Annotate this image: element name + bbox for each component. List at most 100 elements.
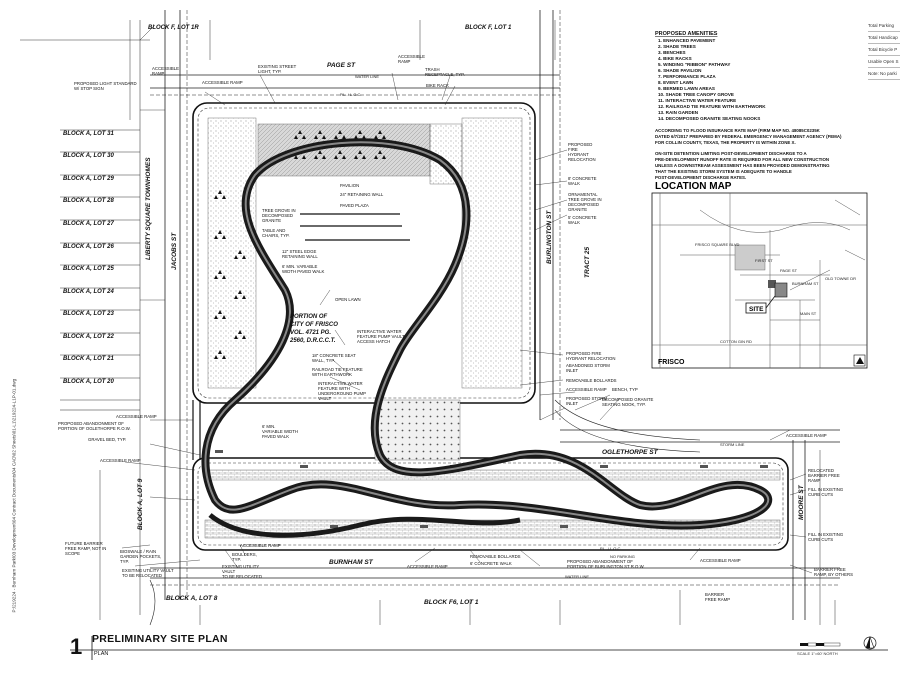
- svg-text:12" STEEL EDGE: 12" STEEL EDGE: [282, 249, 316, 254]
- svg-text:6' MIN.: 6' MIN.: [262, 424, 275, 429]
- svg-text:PAVED WALK: PAVED WALK: [262, 434, 289, 439]
- svg-text:CITY OF FRISCO: CITY OF FRISCO: [290, 322, 338, 328]
- file-path: P:\219224 - Burnham Park\03 Development\…: [11, 378, 17, 613]
- svg-text:RECEPTACLE, TYP.: RECEPTACLE, TYP.: [425, 72, 465, 77]
- svg-text:13. RAIN GARDEN: 13. RAIN GARDEN: [658, 110, 699, 115]
- svg-text:BLOCK A, LOT 28: BLOCK A, LOT 28: [63, 198, 114, 204]
- svg-text:FILL IN EXISTING: FILL IN EXISTING: [808, 487, 844, 492]
- svg-text:DECOMPOSED GRANITE: DECOMPOSED GRANITE: [602, 397, 653, 402]
- svg-text:BLOCK F, LOT 1R: BLOCK F, LOT 1R: [148, 25, 199, 31]
- svg-text:ABANDONED STORM: ABANDONED STORM: [566, 363, 610, 368]
- svg-text:ACCESS HATCH: ACCESS HATCH: [357, 339, 390, 344]
- svg-text:ON-SITE DETENTION LIMITING POS: ON-SITE DETENTION LIMITING POST-DEVELOPM…: [655, 151, 808, 156]
- svg-text:PROPOSED AMENITIES: PROPOSED AMENITIES: [655, 31, 718, 37]
- svg-text:FILL IN EXISTING: FILL IN EXISTING: [808, 532, 844, 537]
- svg-text:ACCORDING TO FLOOD INSURANCE R: ACCORDING TO FLOOD INSURANCE RATE MAP (F…: [655, 128, 821, 133]
- scale-bar: [800, 642, 841, 647]
- svg-text:TREE GROVE IN: TREE GROVE IN: [568, 197, 602, 202]
- svg-text:P.L. / L.O.C.: P.L. / L.O.C.: [600, 546, 622, 551]
- svg-text:BOULDERS,: BOULDERS,: [232, 552, 257, 557]
- svg-text:BLOCK A, LOT 31: BLOCK A, LOT 31: [63, 131, 114, 137]
- svg-text:UNDERGROUND PUMP: UNDERGROUND PUMP: [318, 391, 366, 396]
- svg-text:ACCESSIBLE: ACCESSIBLE: [152, 66, 179, 71]
- svg-text:GARDEN POCKETS,: GARDEN POCKETS,: [120, 554, 161, 559]
- svg-text:ACCESSIBLE RAMP: ACCESSIBLE RAMP: [100, 458, 141, 463]
- sheet-number: 1: [70, 634, 83, 659]
- svg-text:GRANITE: GRANITE: [568, 207, 587, 212]
- svg-text:PORTION OF BURLINGTON ST R.O.W: PORTION OF BURLINGTON ST R.O.W.: [567, 564, 645, 569]
- svg-text:ACCESSIBLE RAMP: ACCESSIBLE RAMP: [786, 433, 827, 438]
- svg-text:EXISTING UTILITY: EXISTING UTILITY: [222, 564, 259, 569]
- svg-text:TO BE RELOCATED: TO BE RELOCATED: [122, 573, 162, 578]
- drawing-labels: BLOCK F, LOT 1R BLOCK F, LOT 1 PAGE ST O…: [58, 25, 853, 606]
- svg-text:PORTION OF: PORTION OF: [290, 314, 328, 320]
- svg-text:EXISTING UTILITY VAULT: EXISTING UTILITY VAULT: [122, 568, 174, 573]
- svg-text:6' MIN. VARIABLE: 6' MIN. VARIABLE: [282, 264, 317, 269]
- svg-text:MOORE ST: MOORE ST: [798, 484, 805, 520]
- svg-text:LIGHT, TYP.: LIGHT, TYP.: [258, 69, 281, 74]
- svg-text:RAMP: RAMP: [152, 71, 165, 76]
- svg-text:HYDRANT RELOCATION: HYDRANT RELOCATION: [566, 356, 616, 361]
- svg-text:DATED 6/7/2017 PREPARED BY FED: DATED 6/7/2017 PREPARED BY FEDERAL EMERG…: [655, 134, 842, 139]
- svg-text:INLET: INLET: [566, 401, 579, 406]
- svg-text:9. BERMED LAWN AREAS: 9. BERMED LAWN AREAS: [658, 86, 715, 91]
- svg-text:RELOCATED: RELOCATED: [808, 468, 834, 473]
- svg-text:PAVILION: PAVILION: [340, 183, 359, 188]
- svg-text:STORM LINE: STORM LINE: [720, 442, 745, 447]
- svg-text:PROPOSED STORM: PROPOSED STORM: [566, 396, 607, 401]
- svg-text:INTERACTIVE WATER: INTERACTIVE WATER: [357, 329, 402, 334]
- svg-text:RETAINING WALL: RETAINING WALL: [282, 254, 318, 259]
- sidebar-row: Total Bicycle P: [868, 44, 900, 56]
- svg-text:ACCESSIBLE RAMP: ACCESSIBLE RAMP: [407, 564, 448, 569]
- svg-text:SCOPE: SCOPE: [65, 551, 80, 556]
- svg-text:FUTURE BARRIER: FUTURE BARRIER: [65, 541, 103, 546]
- svg-text:BLOCK F, LOT 1: BLOCK F, LOT 1: [465, 25, 512, 31]
- svg-text:OLD TOWNE DR: OLD TOWNE DR: [825, 276, 856, 281]
- svg-text:OPEN LAWN: OPEN LAWN: [335, 297, 361, 302]
- north-arrow-icon: [863, 636, 877, 650]
- svg-text:BIOSWALE / RAIN: BIOSWALE / RAIN: [120, 549, 156, 554]
- sheet-subtitle: PLAN: [94, 651, 109, 657]
- svg-text:FRISCO SQUARE BLVD: FRISCO SQUARE BLVD: [695, 242, 739, 247]
- sidebar-row: Usable Open S: [868, 56, 900, 68]
- svg-text:CURB CUTS: CURB CUTS: [808, 492, 833, 497]
- svg-text:BENCH, TYP: BENCH, TYP: [612, 387, 638, 392]
- svg-text:BLOCK A, LOT 25: BLOCK A, LOT 25: [63, 266, 114, 272]
- svg-text:ACCESSIBLE RAMP: ACCESSIBLE RAMP: [240, 543, 281, 548]
- tree-symbols: [214, 130, 386, 359]
- svg-text:RAMP, BY OTHERS: RAMP, BY OTHERS: [814, 572, 853, 577]
- svg-text:WALL, TYP.: WALL, TYP.: [312, 358, 335, 363]
- svg-text:BLOCK A, LOT 9: BLOCK A, LOT 9: [137, 478, 144, 530]
- svg-text:TYP.: TYP.: [120, 559, 129, 564]
- svg-text:10. SHADE TREE CANOPY GROVE: 10. SHADE TREE CANOPY GROVE: [658, 92, 734, 97]
- svg-text:WIDTH PAVED WALK: WIDTH PAVED WALK: [282, 269, 325, 274]
- svg-text:PORTION OF OGLETHORPE R.O.W.: PORTION OF OGLETHORPE R.O.W.: [58, 426, 131, 431]
- svg-text:BARRIER FREE: BARRIER FREE: [808, 473, 840, 478]
- svg-text:6. SHADE PAVILION: 6. SHADE PAVILION: [658, 68, 702, 73]
- tree-grove-area: [207, 117, 257, 389]
- svg-text:4. BIKE RACKS: 4. BIKE RACKS: [658, 56, 692, 61]
- svg-text:BLOCK A, LOT 29: BLOCK A, LOT 29: [63, 176, 114, 182]
- svg-text:REMOVABLE BOLLARDS: REMOVABLE BOLLARDS: [470, 554, 521, 559]
- svg-text:7. PERFORMANCE PLAZA: 7. PERFORMANCE PLAZA: [658, 74, 716, 79]
- svg-text:LOCATION MAP: LOCATION MAP: [655, 181, 732, 192]
- svg-text:5. WINDING "RIBBON" PATHWAY: 5. WINDING "RIBBON" PATHWAY: [658, 62, 730, 67]
- north-arrow-icon: [853, 354, 866, 367]
- svg-text:GRAVEL BED, TYP.: GRAVEL BED, TYP.: [88, 437, 126, 442]
- svg-text:BLOCK A, LOT 22: BLOCK A, LOT 22: [63, 334, 114, 340]
- svg-text:WALK: WALK: [568, 220, 580, 225]
- svg-text:18" CONCRETE SEAT: 18" CONCRETE SEAT: [312, 353, 356, 358]
- svg-text:INTERACTIVE WATER: INTERACTIVE WATER: [318, 381, 363, 386]
- svg-text:WATER LINE: WATER LINE: [565, 574, 589, 579]
- svg-text:VAULT: VAULT: [318, 396, 332, 401]
- svg-text:PAVED PLAZA: PAVED PLAZA: [340, 203, 369, 208]
- svg-text:FIRE: FIRE: [568, 147, 578, 152]
- svg-text:BURLINGTON ST: BURLINGTON ST: [546, 210, 553, 264]
- svg-text:MAIN ST: MAIN ST: [800, 311, 817, 316]
- svg-text:2560, D.R.C.C.T.: 2560, D.R.C.C.T.: [289, 338, 336, 344]
- svg-text:BURNHAM ST: BURNHAM ST: [792, 281, 819, 286]
- sheet-title: PRELIMINARY SITE PLAN: [92, 633, 228, 645]
- svg-text:BLOCK A, LOT 20: BLOCK A, LOT 20: [63, 379, 114, 385]
